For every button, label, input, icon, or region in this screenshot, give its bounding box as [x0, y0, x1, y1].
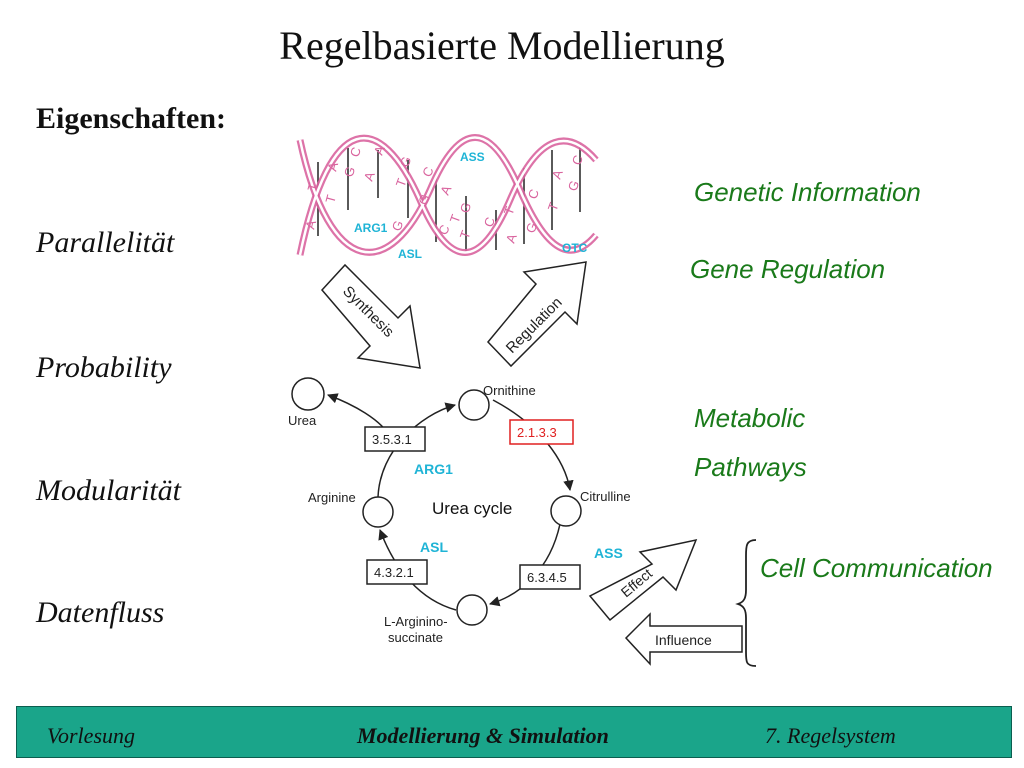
- argininosuccinate-node: [456, 594, 488, 626]
- dna-base: G: [397, 154, 415, 169]
- dna-base: A: [361, 169, 378, 183]
- gene-ass: ASS: [594, 545, 623, 561]
- cell-communication-brace: [735, 539, 757, 667]
- properties-heading: Eigenschaften:: [36, 102, 226, 135]
- dna-base: G: [523, 220, 541, 235]
- argininosuccinate-label-1: L-Arginino-: [384, 614, 448, 629]
- footer-chapter: 7. Regelsystem: [765, 723, 896, 748]
- citrulline-node: [550, 495, 582, 527]
- label-cell-communication: Cell Communication: [760, 553, 993, 583]
- effect-arrow: Effect: [588, 538, 698, 622]
- argininosuccinate-label-2: succinate: [388, 630, 443, 645]
- gene-label-ass: ASS: [460, 150, 485, 164]
- ornithine-node: [458, 389, 490, 421]
- footer-lecture: Vorlesung: [47, 723, 135, 748]
- regulation-arrow: Regulation: [486, 261, 587, 368]
- urea-cycle-title: Urea cycle: [432, 499, 512, 518]
- dna-base: T: [447, 212, 464, 225]
- urea-label: Urea: [288, 413, 317, 428]
- dna-base: A: [503, 231, 520, 245]
- dna-base: G: [565, 178, 583, 193]
- enzyme-6-3-4-5: 6.3.4.5: [527, 570, 567, 585]
- dna-base: T: [304, 181, 321, 193]
- influence-label: Influence: [655, 632, 712, 648]
- dna-base: C: [347, 145, 364, 159]
- synthesis-arrow: Synthesis: [320, 263, 421, 369]
- citrulline-label: Citrulline: [580, 489, 631, 504]
- gene-label-otc: OTC: [562, 241, 588, 255]
- dna-base: G: [341, 164, 359, 179]
- dna-base: C: [569, 153, 586, 167]
- enzyme-2-1-3-3: 2.1.3.3: [517, 425, 557, 440]
- enzyme-3-5-3-1: 3.5.3.1: [372, 432, 412, 447]
- dna-base: G: [457, 200, 475, 215]
- property-datenfluss: Datenfluss: [36, 596, 165, 629]
- enzyme-4-3-2-1: 4.3.2.1: [374, 565, 414, 580]
- influence-arrow: Influence: [624, 612, 743, 666]
- dna-base: A: [302, 218, 319, 231]
- dna-base: T: [545, 200, 562, 213]
- label-genetic-information: Genetic Information: [694, 177, 921, 207]
- label-pathways: Pathways: [694, 452, 807, 482]
- footer-course: Modellierung & Simulation: [357, 723, 609, 748]
- slide-title: Regelbasierte Modellierung: [279, 23, 725, 68]
- gene-asl: ASL: [420, 539, 448, 555]
- property-probability: Probability: [36, 351, 172, 384]
- property-parallelitaet: Parallelität: [36, 226, 175, 259]
- dna-base: G: [389, 218, 407, 233]
- urea-node: [291, 377, 325, 411]
- footer-bar: Vorlesung Modellierung & Simulation 7. R…: [16, 706, 1012, 758]
- urea-cycle: Urea Ornithine Citrulline L-Arginino- su…: [288, 377, 631, 645]
- label-metabolic: Metabolic: [694, 403, 806, 433]
- dna-base: T: [457, 228, 474, 241]
- ornithine-label: Ornithine: [483, 383, 536, 398]
- dna-base: A: [324, 160, 341, 173]
- dna-base: T: [322, 193, 339, 205]
- arginine-node: [362, 496, 394, 528]
- gene-arg1: ARG1: [414, 461, 453, 477]
- gene-label-asl: ASL: [398, 247, 422, 261]
- label-gene-regulation: Gene Regulation: [690, 254, 886, 284]
- arginine-label: Arginine: [308, 490, 356, 505]
- property-modularitaet: Modularität: [36, 474, 182, 507]
- dna-base: A: [437, 183, 454, 197]
- dna-strands: [296, 134, 599, 256]
- gene-label-arg1: ARG1: [354, 221, 388, 235]
